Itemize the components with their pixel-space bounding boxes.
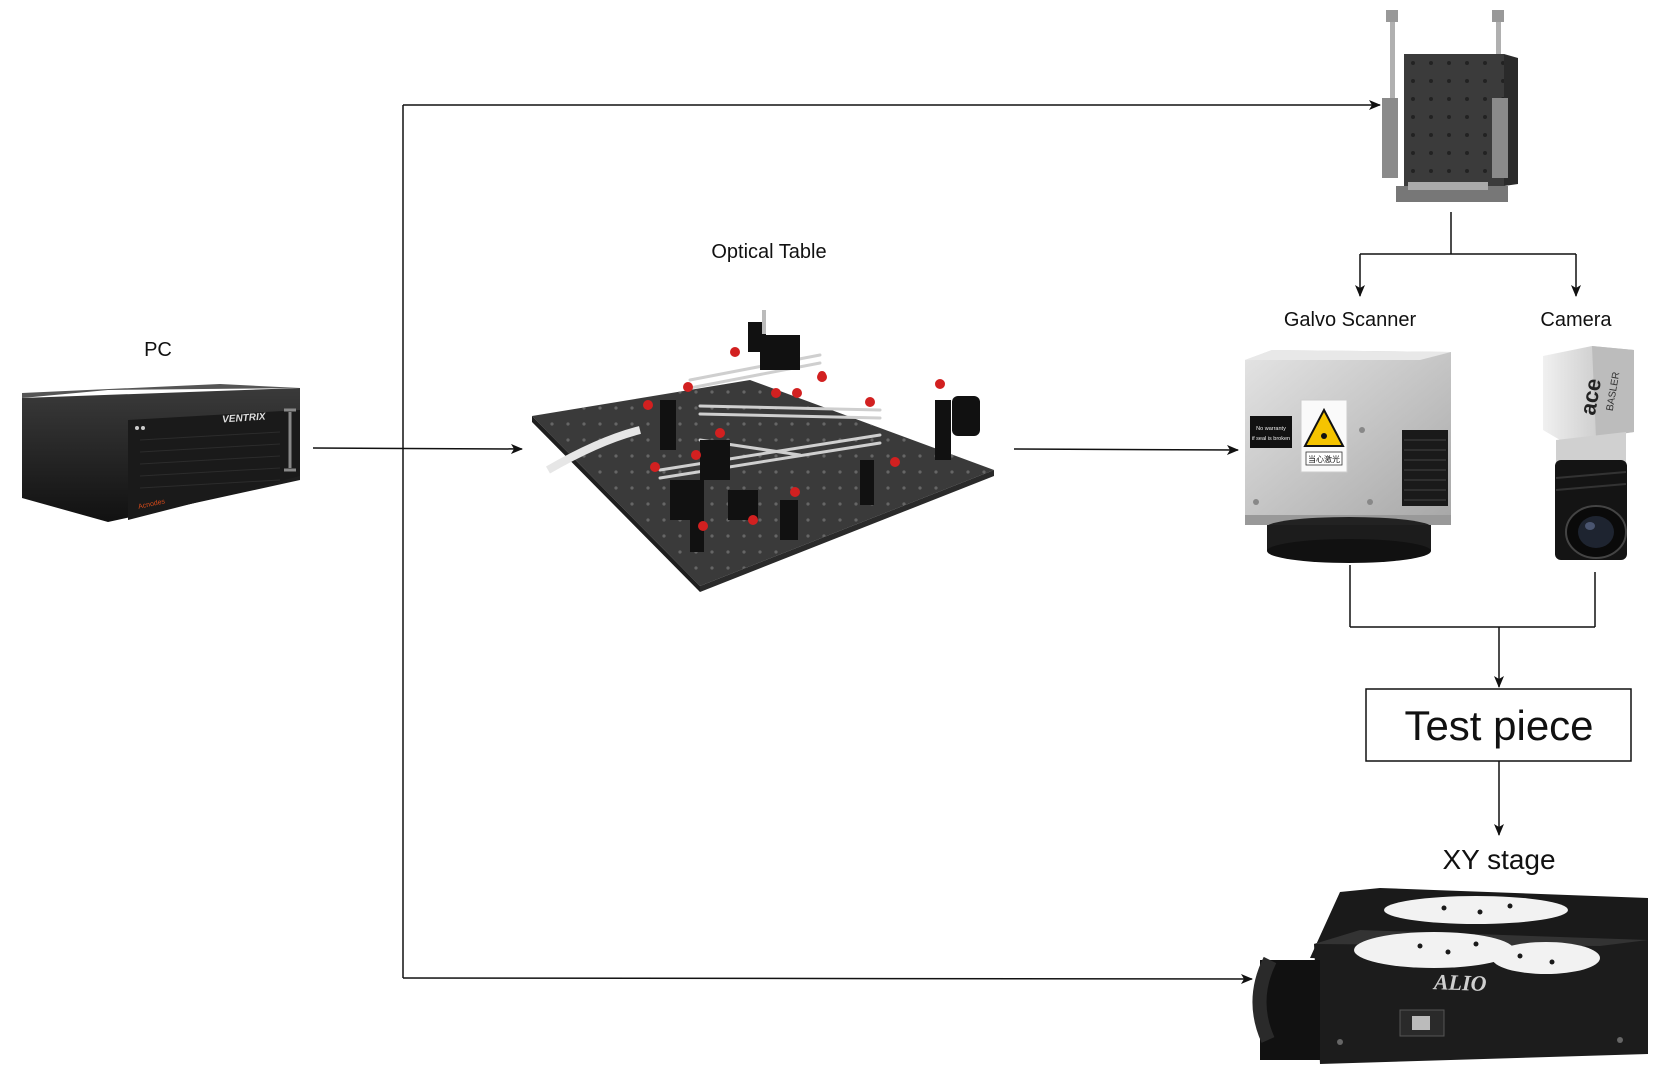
pc-label: PC (144, 339, 172, 361)
xy-stage-brand-label: ALIO (1432, 969, 1488, 996)
optical-table-label: Optical Table (711, 241, 826, 263)
test-piece-label: Test piece (1404, 702, 1593, 749)
arrow-optical-table-to-galvo (1013, 444, 1239, 455)
xy-stage-device: ALIO (1252, 888, 1648, 1064)
camera-device: ace BASLER (1543, 346, 1634, 560)
galvo-laser-label: 当心激光 (1308, 454, 1340, 464)
vertical-actuator-device (1382, 10, 1518, 202)
galvo-scanner-device: No warranty if seal is broken 当心激光 (1245, 350, 1451, 563)
test-piece-box: Test piece (1365, 688, 1632, 762)
galvo-warranty-text-2: if seal is broken (1252, 436, 1290, 442)
laser-warning-icon (1303, 407, 1345, 447)
pc-brand-label: VENTRIX (222, 411, 267, 425)
optical-table-device (532, 310, 994, 592)
galvo-scanner-label: Galvo Scanner (1284, 309, 1417, 331)
connectors (312, 100, 1596, 984)
galvo-warranty-text-1: No warranty (1256, 426, 1286, 432)
pc-device: VENTRIX Acnodes (22, 384, 300, 522)
xy-stage-label: XY stage (1442, 844, 1555, 875)
arrow-to-xy-stage (402, 973, 1253, 984)
arrow-pc-to-optical-table (312, 443, 523, 454)
camera-label: Camera (1540, 309, 1612, 331)
